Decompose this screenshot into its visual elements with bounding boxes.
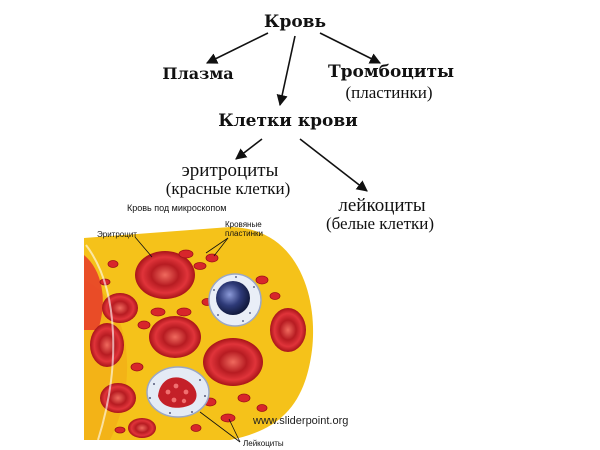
- node-erythrocytes: эритроциты: [181, 160, 279, 181]
- plasma-drop: [84, 227, 314, 440]
- leukocyte-blue: [208, 273, 262, 327]
- platelet: [193, 262, 207, 270]
- red-blood-cell: [149, 316, 201, 358]
- platelet: [237, 393, 251, 403]
- leader-leukocytes: [228, 418, 241, 443]
- platelet: [130, 362, 144, 372]
- platelet: [176, 307, 192, 317]
- red-blood-cell: [90, 323, 124, 367]
- platelet: [269, 292, 281, 300]
- red-blood-cell: [135, 251, 195, 299]
- red-blood-cell: [270, 308, 306, 352]
- node-blood: Кровь: [263, 12, 327, 32]
- leader-erythrocyte: [134, 236, 153, 258]
- label-platelets-line1: Кровяные: [225, 220, 262, 229]
- leader-platelets: [213, 237, 229, 257]
- arrow-cells-to-erythrocytes: [235, 138, 263, 160]
- platelet: [178, 249, 194, 259]
- red-blood-cells: [90, 251, 306, 438]
- platelet: [137, 320, 151, 330]
- platelet: [114, 426, 126, 434]
- watermark: www.sliderpoint.org: [253, 415, 349, 427]
- node-plasma: Плазма: [162, 64, 234, 83]
- platelet: [220, 413, 236, 423]
- platelet: [150, 307, 166, 317]
- label-platelets-line2: пластинки: [225, 229, 263, 238]
- arrow-root-to-platelets: [319, 32, 382, 64]
- leukocyte-granular: [146, 366, 210, 418]
- platelet: [255, 275, 269, 285]
- arrow-root-to-plasma: [205, 32, 269, 64]
- leader-leukocytes: [199, 411, 241, 443]
- node-leukocytes: лейкоциты: [338, 195, 426, 216]
- red-blood-cell: [128, 418, 156, 438]
- red-blood-cell: [203, 338, 263, 386]
- microscope-caption: Кровь под микроскопом: [127, 203, 227, 213]
- platelet: [256, 404, 268, 412]
- leader-platelets: [205, 237, 229, 254]
- red-blood-cell: [102, 293, 138, 323]
- platelet: [190, 424, 202, 432]
- lens-edge: [85, 244, 115, 441]
- node-blood-cells: Клетки крови: [218, 111, 358, 131]
- node-leukocytes-note: (белые клетки): [325, 214, 435, 233]
- arrow-cells-to-leukocytes: [299, 138, 368, 192]
- node-platelets: Тромбоциты: [327, 62, 455, 82]
- node-erythrocytes-note: (красные клетки): [165, 179, 291, 198]
- label-erythrocyte: Эритроцит: [97, 230, 137, 239]
- label-leukocytes: Лейкоциты: [243, 439, 284, 448]
- arrow-root-to-cells: [276, 35, 296, 107]
- platelet: [107, 260, 119, 268]
- platelet: [205, 253, 219, 263]
- node-platelets-note: (пластинки): [345, 83, 433, 102]
